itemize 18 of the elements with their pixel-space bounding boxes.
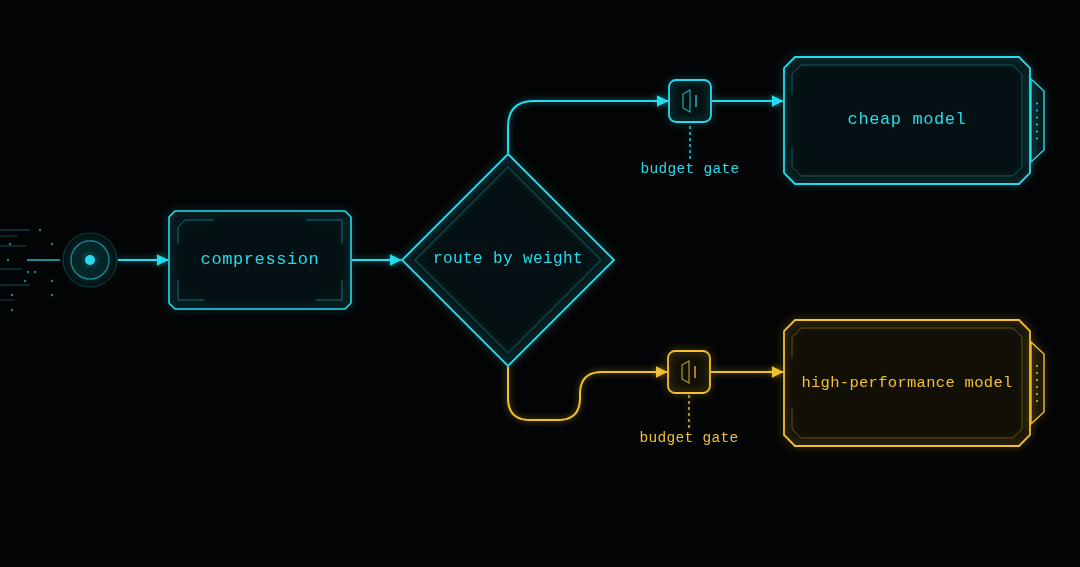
process-box: [168, 210, 352, 310]
gate-box: [667, 350, 711, 394]
node-label: route by weight: [433, 250, 583, 270]
node-label: cheap model: [847, 110, 967, 131]
decision-diamond: [401, 153, 615, 367]
node-label: compression: [200, 249, 320, 271]
arrow: [507, 366, 668, 421]
arrow: [710, 366, 784, 378]
arrow: [117, 254, 169, 266]
arrow: [711, 95, 784, 107]
leader-line: [688, 393, 690, 429]
gate-box: [668, 79, 712, 123]
arrow: [507, 95, 669, 154]
caption-label: budget gate: [630, 159, 750, 179]
arrow: [351, 254, 402, 266]
source-circle: [62, 232, 118, 288]
node-label: high-performance model: [801, 373, 1013, 393]
caption-label: budget gate: [629, 428, 749, 448]
